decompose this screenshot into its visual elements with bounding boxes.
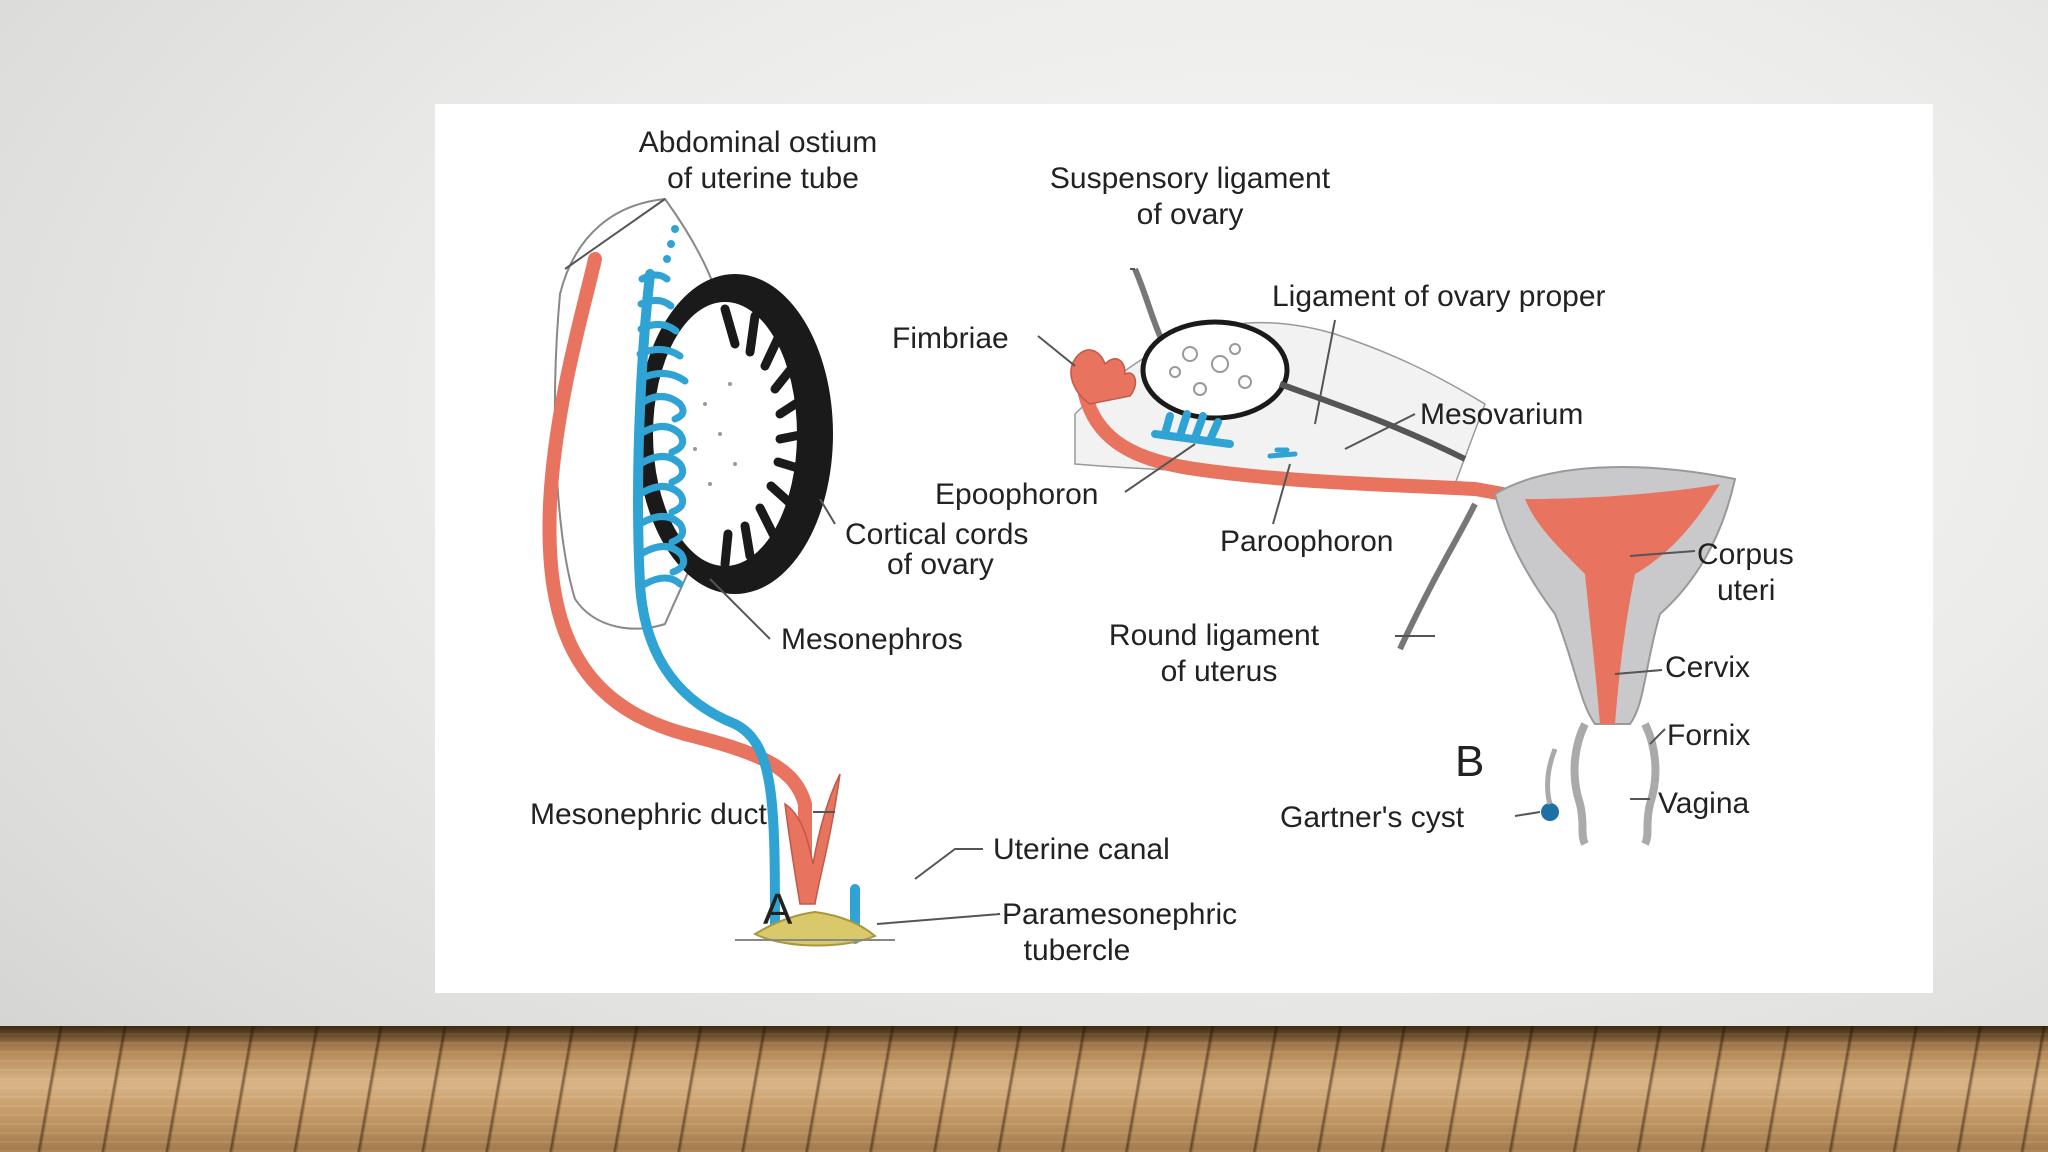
- label-epoophoron: Epoophoron: [935, 478, 1098, 511]
- label-uterine-canal: Uterine canal: [993, 833, 1170, 866]
- fimbriae-shape: [1070, 349, 1137, 405]
- label-round-ligament: Round ligament: [1109, 619, 1320, 652]
- ovary-cortical-cords: [637, 274, 833, 594]
- label-paramesonephric-tubercle: Paramesonephric: [1002, 898, 1237, 931]
- panel-b-leaders: [1037, 268, 1696, 817]
- mesonephric-tubules: [636, 271, 689, 588]
- label-ligament-ovary-proper: Ligament of ovary proper: [1272, 280, 1606, 313]
- label-suspensory-ligament-line2: of ovary: [1137, 198, 1244, 231]
- label-corpus-uteri-line2: uteri: [1717, 574, 1775, 607]
- uterine-cavity: [1525, 484, 1720, 724]
- label-mesonephric-duct: Mesonephric duct: [530, 798, 767, 831]
- label-fimbriae: Fimbriae: [892, 322, 1009, 355]
- label-suspensory-ligament: Suspensory ligament: [1050, 162, 1331, 195]
- epoophoron-shape: [1151, 410, 1234, 448]
- ovary-b: [1140, 319, 1290, 421]
- panel-letter-a: A: [763, 885, 793, 934]
- label-cortical-cords-line2: of ovary: [887, 548, 994, 581]
- label-fornix: Fornix: [1667, 719, 1750, 752]
- label-mesonephros: Mesonephros: [781, 623, 963, 656]
- label-cervix: Cervix: [1665, 651, 1750, 684]
- panel-a-leaders: [564, 198, 1001, 925]
- label-abdominal-ostium: Abdominal ostium: [639, 126, 877, 159]
- floor-shadow: [0, 1026, 2048, 1044]
- panel-b-drawing: [1070, 267, 1737, 846]
- paramesonephric-tubercle-shape: [752, 910, 877, 947]
- diagram-panel: Abdominal ostium of uterine tube Cortica…: [435, 104, 1933, 993]
- vagina-wall-left: [1570, 722, 1589, 846]
- paroophoron-shape: [1267, 447, 1298, 459]
- label-paramesonephric-tubercle-line2: tubercle: [1024, 934, 1131, 967]
- wood-floor: [0, 1026, 2048, 1152]
- label-paroophoron: Paroophoron: [1220, 525, 1393, 558]
- round-ligament-shape: [1397, 502, 1478, 651]
- label-mesovarium: Mesovarium: [1420, 398, 1583, 431]
- diagram-svg: Abdominal ostium of uterine tube Cortica…: [530, 126, 1794, 967]
- label-cortical-cords: Cortical cords: [845, 518, 1028, 551]
- panel-a-drawing: [542, 197, 895, 947]
- label-vagina: Vagina: [1658, 787, 1750, 820]
- uterine-canal-shape: [784, 773, 841, 905]
- label-abdominal-ostium-line2: of uterine tube: [667, 162, 859, 195]
- label-corpus-uteri: Corpus: [1697, 538, 1794, 571]
- ligament-ovary-proper-shape: [1278, 381, 1467, 462]
- panel-letter-b: B: [1455, 737, 1484, 786]
- vagina-wall-right: [1641, 722, 1660, 846]
- label-round-ligament-line2: of uterus: [1161, 655, 1278, 688]
- label-gartners-cyst: Gartner's cyst: [1280, 801, 1465, 834]
- gartners-cyst-shape: [1541, 803, 1559, 821]
